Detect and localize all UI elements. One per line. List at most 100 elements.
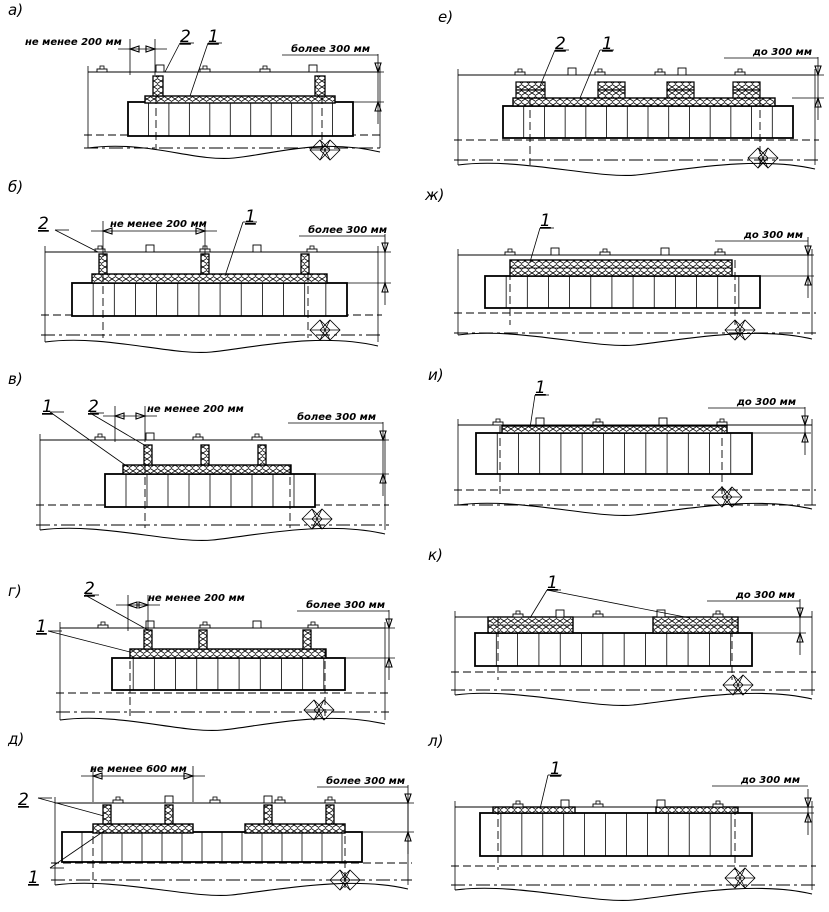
height-note: до 300 мм: [736, 397, 796, 408]
steel-plate-hatched: [91, 273, 328, 284]
dimension-arrow: [183, 772, 195, 780]
dimension-arrow: [381, 281, 389, 293]
dimension-arrow: [135, 412, 147, 420]
height-note: до 300 мм: [743, 230, 803, 241]
bolt-nut: [507, 248, 513, 253]
panel-l: л)1до 300 мм: [427, 732, 816, 902]
gap-note: не менее 200 мм: [148, 593, 245, 604]
bolt-head: [716, 421, 728, 426]
bolt-nut: [715, 800, 721, 805]
bolt-nut: [495, 418, 501, 423]
stiffener-rib: [143, 629, 153, 650]
bolt-head: [712, 613, 724, 618]
bolt-nut: [195, 433, 201, 438]
dimension-arrow: [385, 656, 393, 668]
bolt-nut: [515, 800, 521, 805]
bolt-head: [594, 71, 606, 76]
bolt-nut: [717, 248, 723, 253]
steel-plate-hatched: [129, 648, 327, 659]
callout-number: 1: [547, 573, 558, 593]
dimension-arrow: [404, 830, 412, 842]
callout-leader: [189, 42, 209, 97]
bolt-nut: [202, 621, 208, 626]
panel-label: л): [427, 732, 443, 750]
height-note: более 300 мм: [291, 43, 370, 55]
callout-number: 1: [36, 617, 47, 637]
panel-label: и): [428, 366, 444, 384]
wavy-break-line: [454, 887, 813, 902]
callout-leader: [47, 630, 131, 653]
stiffener-rib: [143, 444, 153, 466]
panel-zh: ж)1до 300 мм: [424, 186, 816, 347]
bolt-head: [714, 251, 726, 256]
callout-number: 1: [245, 207, 256, 227]
dimension-arrow: [796, 607, 804, 619]
wavy-break-line: [457, 332, 813, 347]
bolt-head: [199, 624, 211, 629]
wavy-break-line: [87, 145, 381, 160]
wavy-break-line: [457, 162, 816, 177]
bolt-head: [259, 68, 271, 73]
callout-number: 1: [535, 378, 546, 398]
callout-leader: [529, 589, 548, 619]
steel-plate-hatched: [512, 97, 776, 107]
bolt-nut: [595, 800, 601, 805]
steel-plate-hatched: [244, 823, 346, 834]
callout-leader: [49, 830, 105, 869]
steel-plate-hatched: [144, 95, 336, 104]
stiffener-rib: [325, 804, 335, 825]
section-cross-mark: [309, 319, 341, 341]
steel-plate-hatched: [92, 823, 194, 834]
stiffener-rib: [263, 804, 273, 825]
bolt-head: [209, 799, 221, 804]
bolt-nut: [202, 65, 208, 70]
panel-label: ж): [424, 186, 444, 204]
bolt-head: [307, 624, 319, 629]
height-note: до 300 мм: [735, 590, 795, 601]
bolt-nut: [595, 418, 601, 423]
gap-note: не менее 200 мм: [25, 37, 122, 48]
callout-number: 1: [208, 27, 219, 47]
dimension-arrow: [113, 412, 125, 420]
beam-block: [484, 275, 761, 309]
dimension-arrow: [814, 96, 822, 108]
bracket-tab: [656, 609, 666, 618]
bolt-head: [492, 421, 504, 426]
section-cross-mark: [303, 699, 335, 721]
wavy-break-line: [59, 717, 386, 732]
dimension-arrow: [804, 245, 812, 257]
stacked-plate: [732, 89, 761, 99]
callout-leader: [224, 221, 244, 277]
panel-label: г): [8, 582, 22, 600]
bracket-tab: [145, 244, 155, 253]
section-cross-mark: [301, 508, 333, 530]
section-cross-mark: [724, 319, 756, 341]
stiffener-rib: [300, 253, 310, 275]
bolt-head: [324, 799, 336, 804]
section-cross-mark: [309, 139, 341, 161]
bolt-nut: [115, 796, 121, 801]
callout-number: 2: [84, 579, 95, 599]
panel-g: г) не менее 200 мм 2 1 более 300 мм: [8, 579, 395, 732]
stiffener-rib: [200, 444, 210, 466]
bolt-nut: [277, 796, 283, 801]
stacked-plate: [515, 81, 546, 91]
stacked-plate: [732, 81, 761, 91]
wavy-break-line: [39, 527, 386, 542]
panel-label: е): [438, 8, 453, 26]
callout-leader: [49, 411, 129, 468]
callout-number: 2: [38, 214, 49, 234]
panel-label: а): [8, 1, 23, 19]
bolt-nut: [97, 245, 103, 250]
bracket-tab: [155, 64, 165, 73]
height-note: более 300 мм: [297, 411, 376, 423]
stacked-plate: [666, 81, 695, 91]
steel-plate-hatched: [122, 464, 292, 475]
stiffener-rib: [198, 629, 208, 650]
bolt-nut: [715, 610, 721, 615]
bracket-tab: [658, 417, 668, 426]
dimension-arrow: [379, 430, 387, 442]
stacked-plate: [666, 89, 695, 99]
height-note: более 300 мм: [306, 599, 385, 611]
